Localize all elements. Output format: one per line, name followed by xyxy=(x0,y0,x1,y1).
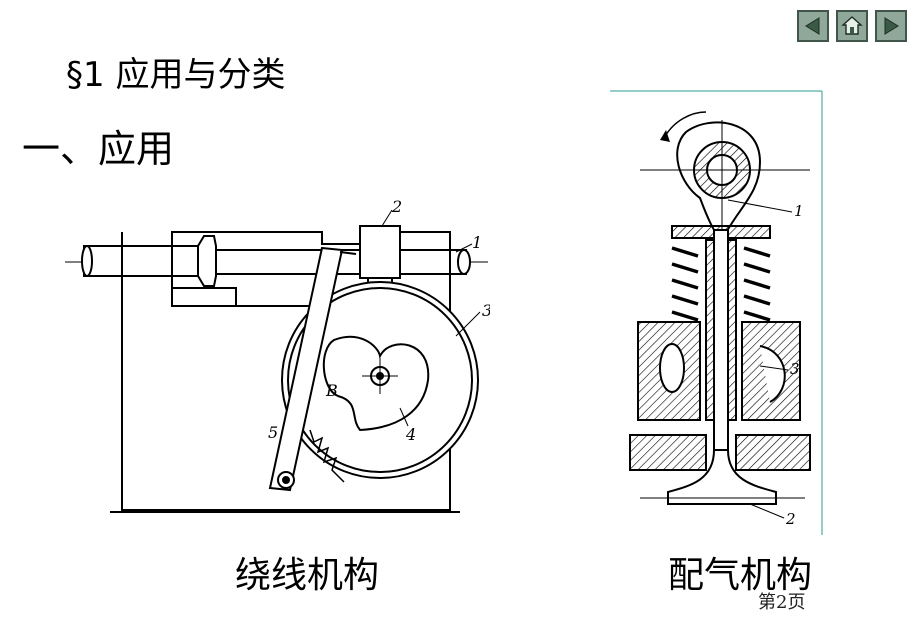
valve-label-2: 2 xyxy=(785,510,796,528)
winding-label-5: 5 xyxy=(268,423,278,442)
winding-label-1: 1 xyxy=(472,233,482,252)
valve-label-3: 3 xyxy=(790,360,800,378)
winding-label-b: B xyxy=(325,381,338,400)
next-slide-button[interactable] xyxy=(875,10,907,42)
section-title: §1 应用与分类 xyxy=(66,55,286,95)
winding-label-3: 3 xyxy=(482,301,490,320)
winding-mechanism-caption: 绕线机构 xyxy=(235,555,380,596)
prev-slide-button[interactable] xyxy=(797,10,829,42)
valve-mechanism-caption: 配气机构 xyxy=(668,555,813,596)
house-icon xyxy=(841,16,863,35)
winding-label-2: 2 xyxy=(391,197,402,216)
page-number: 第2页 xyxy=(758,592,806,613)
winding-label-4: 4 xyxy=(405,425,416,444)
valve-label-1: 1 xyxy=(794,202,804,220)
home-button[interactable] xyxy=(836,10,868,42)
subsection-title: 一、应用 xyxy=(22,127,175,171)
valve-mechanism-diagram: 1 3 2 xyxy=(610,90,823,535)
triangle-right-icon xyxy=(884,17,899,35)
winding-mechanism-diagram: 1 2 3 4 5 B xyxy=(65,197,490,513)
triangle-left-icon xyxy=(805,17,820,35)
